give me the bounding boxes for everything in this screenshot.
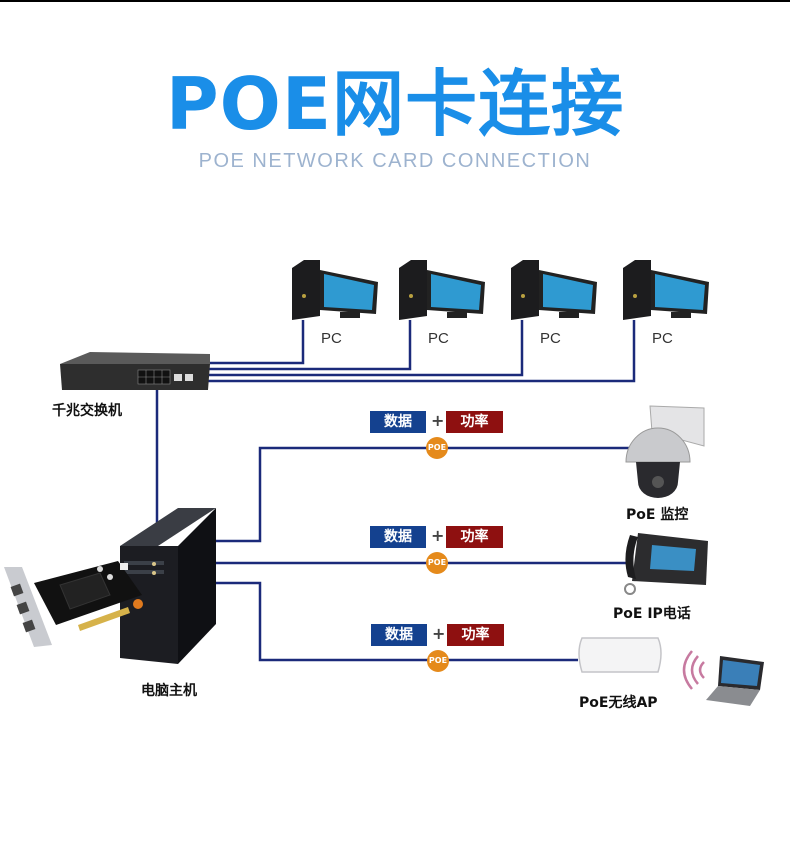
page-title: POE网卡连接 xyxy=(165,62,625,146)
pc-label-2: PC xyxy=(428,330,449,347)
wire-switch-pc-4 xyxy=(208,320,636,383)
desktop-pc-icon xyxy=(509,258,601,328)
power-badge: 功率 xyxy=(446,526,503,548)
wire-switch-pc-1 xyxy=(208,320,305,365)
ap-label: PoE无线AP xyxy=(579,695,658,711)
power-badge: 功率 xyxy=(446,411,503,433)
ip-phone-icon xyxy=(620,527,710,601)
switch-label: 千兆交换机 xyxy=(52,403,122,419)
laptop-icon xyxy=(706,652,768,712)
wire-host-ap xyxy=(215,581,578,662)
plus-sign: + xyxy=(431,411,445,430)
desktop-tower-icon xyxy=(118,506,220,670)
poe-network-card-icon xyxy=(0,555,145,654)
top-border xyxy=(0,0,790,2)
phone-label: PoE IP电话 xyxy=(613,606,691,622)
poe-badge: POE xyxy=(426,437,448,459)
power-badge: 功率 xyxy=(447,624,504,646)
wireless-ap-icon xyxy=(574,632,666,682)
page-subtitle: POE NETWORK CARD CONNECTION xyxy=(198,150,592,172)
dome-camera-icon xyxy=(622,402,712,502)
poe-badge: POE xyxy=(426,552,448,574)
wire-switch-pc-3 xyxy=(208,320,524,377)
data-badge: 数据 xyxy=(370,526,426,548)
data-badge: 数据 xyxy=(371,624,427,646)
pc-label-3: PC xyxy=(540,330,561,347)
plus-sign: + xyxy=(432,624,446,643)
desktop-pc-icon xyxy=(621,258,713,328)
pc-label-1: PC xyxy=(321,330,342,347)
desktop-pc-icon xyxy=(397,258,489,328)
poe-badge: POE xyxy=(427,650,449,672)
host-label: 电脑主机 xyxy=(141,683,197,699)
data-badge: 数据 xyxy=(370,411,426,433)
camera-label: PoE 监控 xyxy=(626,507,689,523)
plus-sign: + xyxy=(431,526,445,545)
network-switch-icon xyxy=(58,350,214,400)
pc-label-4: PC xyxy=(652,330,673,347)
desktop-pc-icon xyxy=(290,258,382,328)
wire-switch-pc-2 xyxy=(208,320,412,371)
wifi-signal-icon xyxy=(682,650,712,694)
